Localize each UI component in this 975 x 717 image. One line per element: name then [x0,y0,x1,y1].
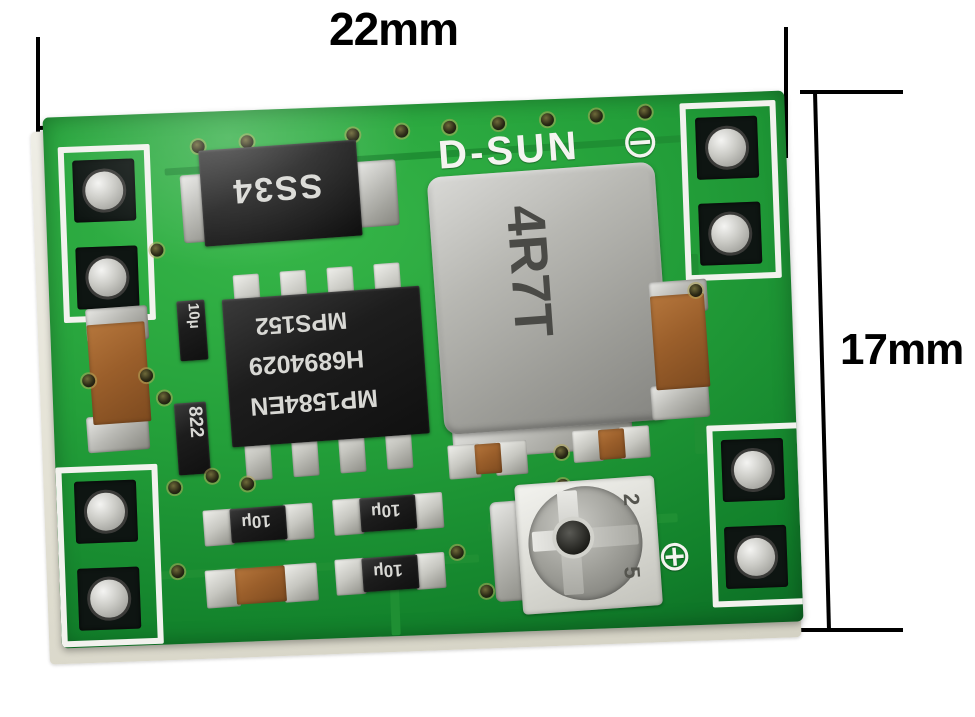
minus-polarity-icon: ⊖ [618,113,662,169]
through-hole-pad-out-plus[interactable] [694,115,760,180]
through-hole-pad-out-minus[interactable] [698,201,763,266]
trimpot-marking-b: 5 [619,565,646,580]
via [167,480,182,495]
smd-resistor-822-marking: 822 [184,405,208,439]
capacitor-pad [282,562,320,603]
smd-capacitor-marking: 10μ [184,302,204,330]
smd-capacitor-bottom [234,565,288,605]
diode-marking: SS34 [230,166,324,211]
via [479,584,494,599]
via [157,391,172,405]
smd-resistor-10u-b-marking: 10μ [370,500,402,522]
through-hole-pad-vout-plus[interactable] [73,479,139,544]
trimpot-marking-a: 2 [618,492,645,507]
via [205,469,220,484]
inductor-marking: 4R7T [494,203,565,340]
smd-capacitor-mid [474,442,503,475]
via [240,477,255,491]
smd-resistor-10u-a-marking: 10μ [240,511,272,533]
through-hole-pad-aux-plus[interactable] [720,437,786,503]
via [554,445,569,460]
output-capacitor [649,292,711,391]
via [395,124,409,138]
through-hole-pad-vin-minus[interactable] [75,245,140,310]
smd-resistor-10u-c-marking: 10μ [372,560,404,582]
through-hole-pad-vout-minus[interactable] [77,566,142,631]
pcb-top-surface: D-SUN ⊖ ⊕ SS34 MPS152 H6894029 MP1584EN [42,90,804,649]
width-dimension-label: 22mm [329,3,459,55]
via [139,368,154,383]
via [589,109,604,123]
plus-polarity-icon: ⊕ [655,530,694,581]
ic-marking-line3: MPS152 [254,306,349,340]
smd-capacitor-mid-2 [597,428,626,461]
via [150,243,164,257]
height-dimension-label: 17mm [840,325,964,374]
through-hole-pad-vin-plus[interactable] [72,158,137,223]
ic-marking-line2: H6894029 [247,344,365,381]
through-hole-pad-aux-minus[interactable] [723,524,789,590]
